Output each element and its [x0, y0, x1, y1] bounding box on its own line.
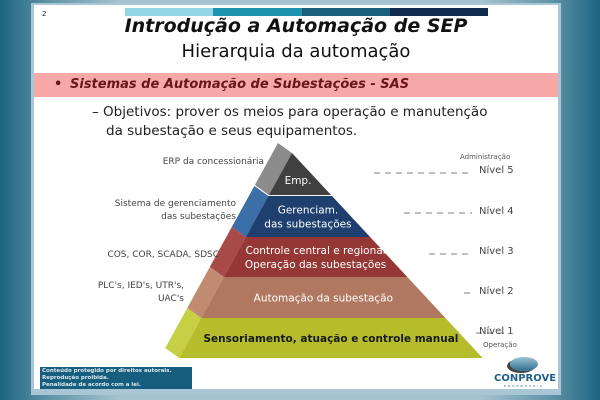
level-3-label: Nível 3: [479, 246, 514, 257]
objective-line-1: – Objetivos: prover os meios para operaç…: [92, 104, 488, 120]
left-label-5: ERP da concessionária: [162, 157, 264, 167]
level-5-label: Nível 5: [479, 165, 514, 176]
pyramid-bevel-1: [165, 308, 202, 358]
objective-text: – Objetivos: prover os meios para operaç…: [92, 103, 552, 141]
objective-line-2: da subestação e seus equipamentos.: [106, 123, 358, 139]
left-label-2: PLC's, IED's, UTR's,UAC's: [97, 281, 184, 304]
pyramid-level-2: [201, 277, 446, 318]
pyramid-bevel-5: [254, 143, 292, 195]
pyramid-level-2-text: Automação da subestação: [254, 293, 393, 305]
pyramid-level-3-text: Controle central e regional: [245, 245, 385, 257]
level-1-label: Nível 1: [479, 326, 514, 337]
top-caption: Administração: [460, 153, 511, 161]
pyramid-level-4-text: das subestações: [264, 219, 351, 231]
pyramid-level-1: [179, 318, 483, 358]
level-4-label: Nível 4: [479, 206, 514, 217]
pyramid-level-3: [223, 237, 408, 277]
level-2-label: Nível 2: [479, 286, 514, 297]
bullet-band: •Sistemas de Automação de Subestações - …: [34, 73, 558, 97]
slide-title: Introdução a Automação de SEP: [124, 15, 468, 37]
slide: 2 Introdução a Automação de SEP Hierarqu…: [31, 3, 561, 395]
pyramid-level-1-text: Sensoriamento, atuação e controle manual: [204, 333, 459, 345]
pyramid-level-5: [268, 153, 332, 195]
page-number: 2: [42, 10, 47, 18]
pyramid-bevel-3: [209, 227, 246, 277]
bottom-caption: Operação: [483, 341, 517, 349]
slide-content: 2 Introdução a Automação de SEP Hierarqu…: [34, 5, 558, 389]
header-color-bars: [125, 8, 488, 16]
pyramid-bevel-2: [187, 267, 224, 318]
left-label-3: COS, COR, SCADA, SDSC: [107, 250, 219, 260]
logo-swoosh-icon: [510, 357, 538, 371]
slide-subtitle: Hierarquia da automação: [181, 41, 411, 62]
bullet-text: Sistemas de Automação de Subestações - S…: [70, 77, 410, 92]
conprove-logo: CONPROVE ENGENHARIA: [494, 357, 556, 389]
pyramid-level-5-text: Emp.: [285, 175, 312, 187]
pyramid-level-4-text: Gerenciam.: [278, 205, 339, 217]
pyramid-level-4: [245, 196, 371, 237]
pyramid-bevel-4: [231, 186, 269, 237]
copyright-notice: Conteúdo protegido por direitos autorais…: [40, 367, 192, 389]
pyramid-level-3-text: Operação das subestações: [245, 259, 386, 271]
